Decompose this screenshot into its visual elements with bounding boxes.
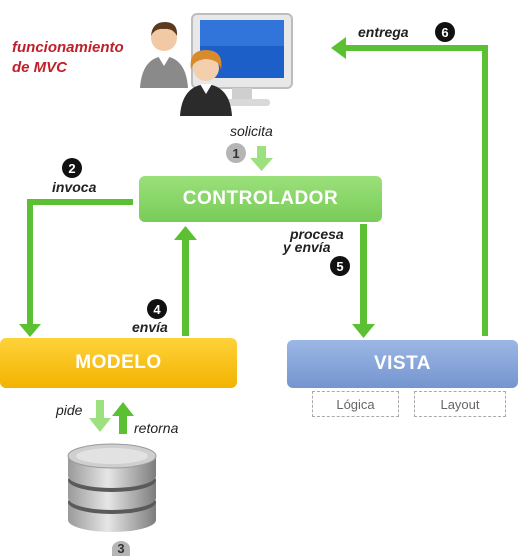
step-badge-4: 4 — [147, 299, 167, 319]
model-box: MODELO — [0, 338, 237, 388]
label-entrega: entrega — [358, 24, 409, 40]
label-pide: pide — [56, 402, 83, 418]
diagram-caption: funcionamiento de MVC — [12, 38, 142, 78]
label-envia: envía — [132, 319, 168, 335]
caption-line-2: de MVC — [12, 59, 68, 76]
arrow-solicita — [250, 146, 273, 171]
label-solicita: solicita — [230, 123, 273, 139]
step-badge-2: 2 — [62, 158, 82, 178]
label-procesa: procesa — [290, 226, 344, 242]
step-badge-6: 6 — [435, 22, 455, 42]
label-y-envia: y envía — [283, 239, 331, 255]
controller-box: CONTROLADOR — [139, 176, 382, 222]
arrow-envia — [174, 226, 197, 336]
caption-line-1: funcionamiento — [12, 39, 124, 56]
label-invoca: invoca — [52, 179, 97, 195]
arrow-procesa — [352, 224, 375, 338]
view-box: VISTA — [287, 340, 518, 388]
users-computer-icon — [140, 13, 293, 116]
arrow-entrega — [331, 37, 488, 336]
view-part-logica: Lógica — [312, 391, 399, 417]
arrow-pide — [89, 400, 111, 432]
view-part-layout: Layout — [414, 391, 506, 417]
step-badge-5: 5 — [330, 256, 350, 276]
arrow-invoca — [19, 199, 133, 337]
step-badge-1: 1 — [226, 143, 246, 163]
database-icon — [67, 443, 157, 532]
step-badge-3: 3 — [112, 541, 130, 556]
label-retorna: retorna — [134, 420, 179, 436]
arrow-retorna — [112, 402, 134, 434]
